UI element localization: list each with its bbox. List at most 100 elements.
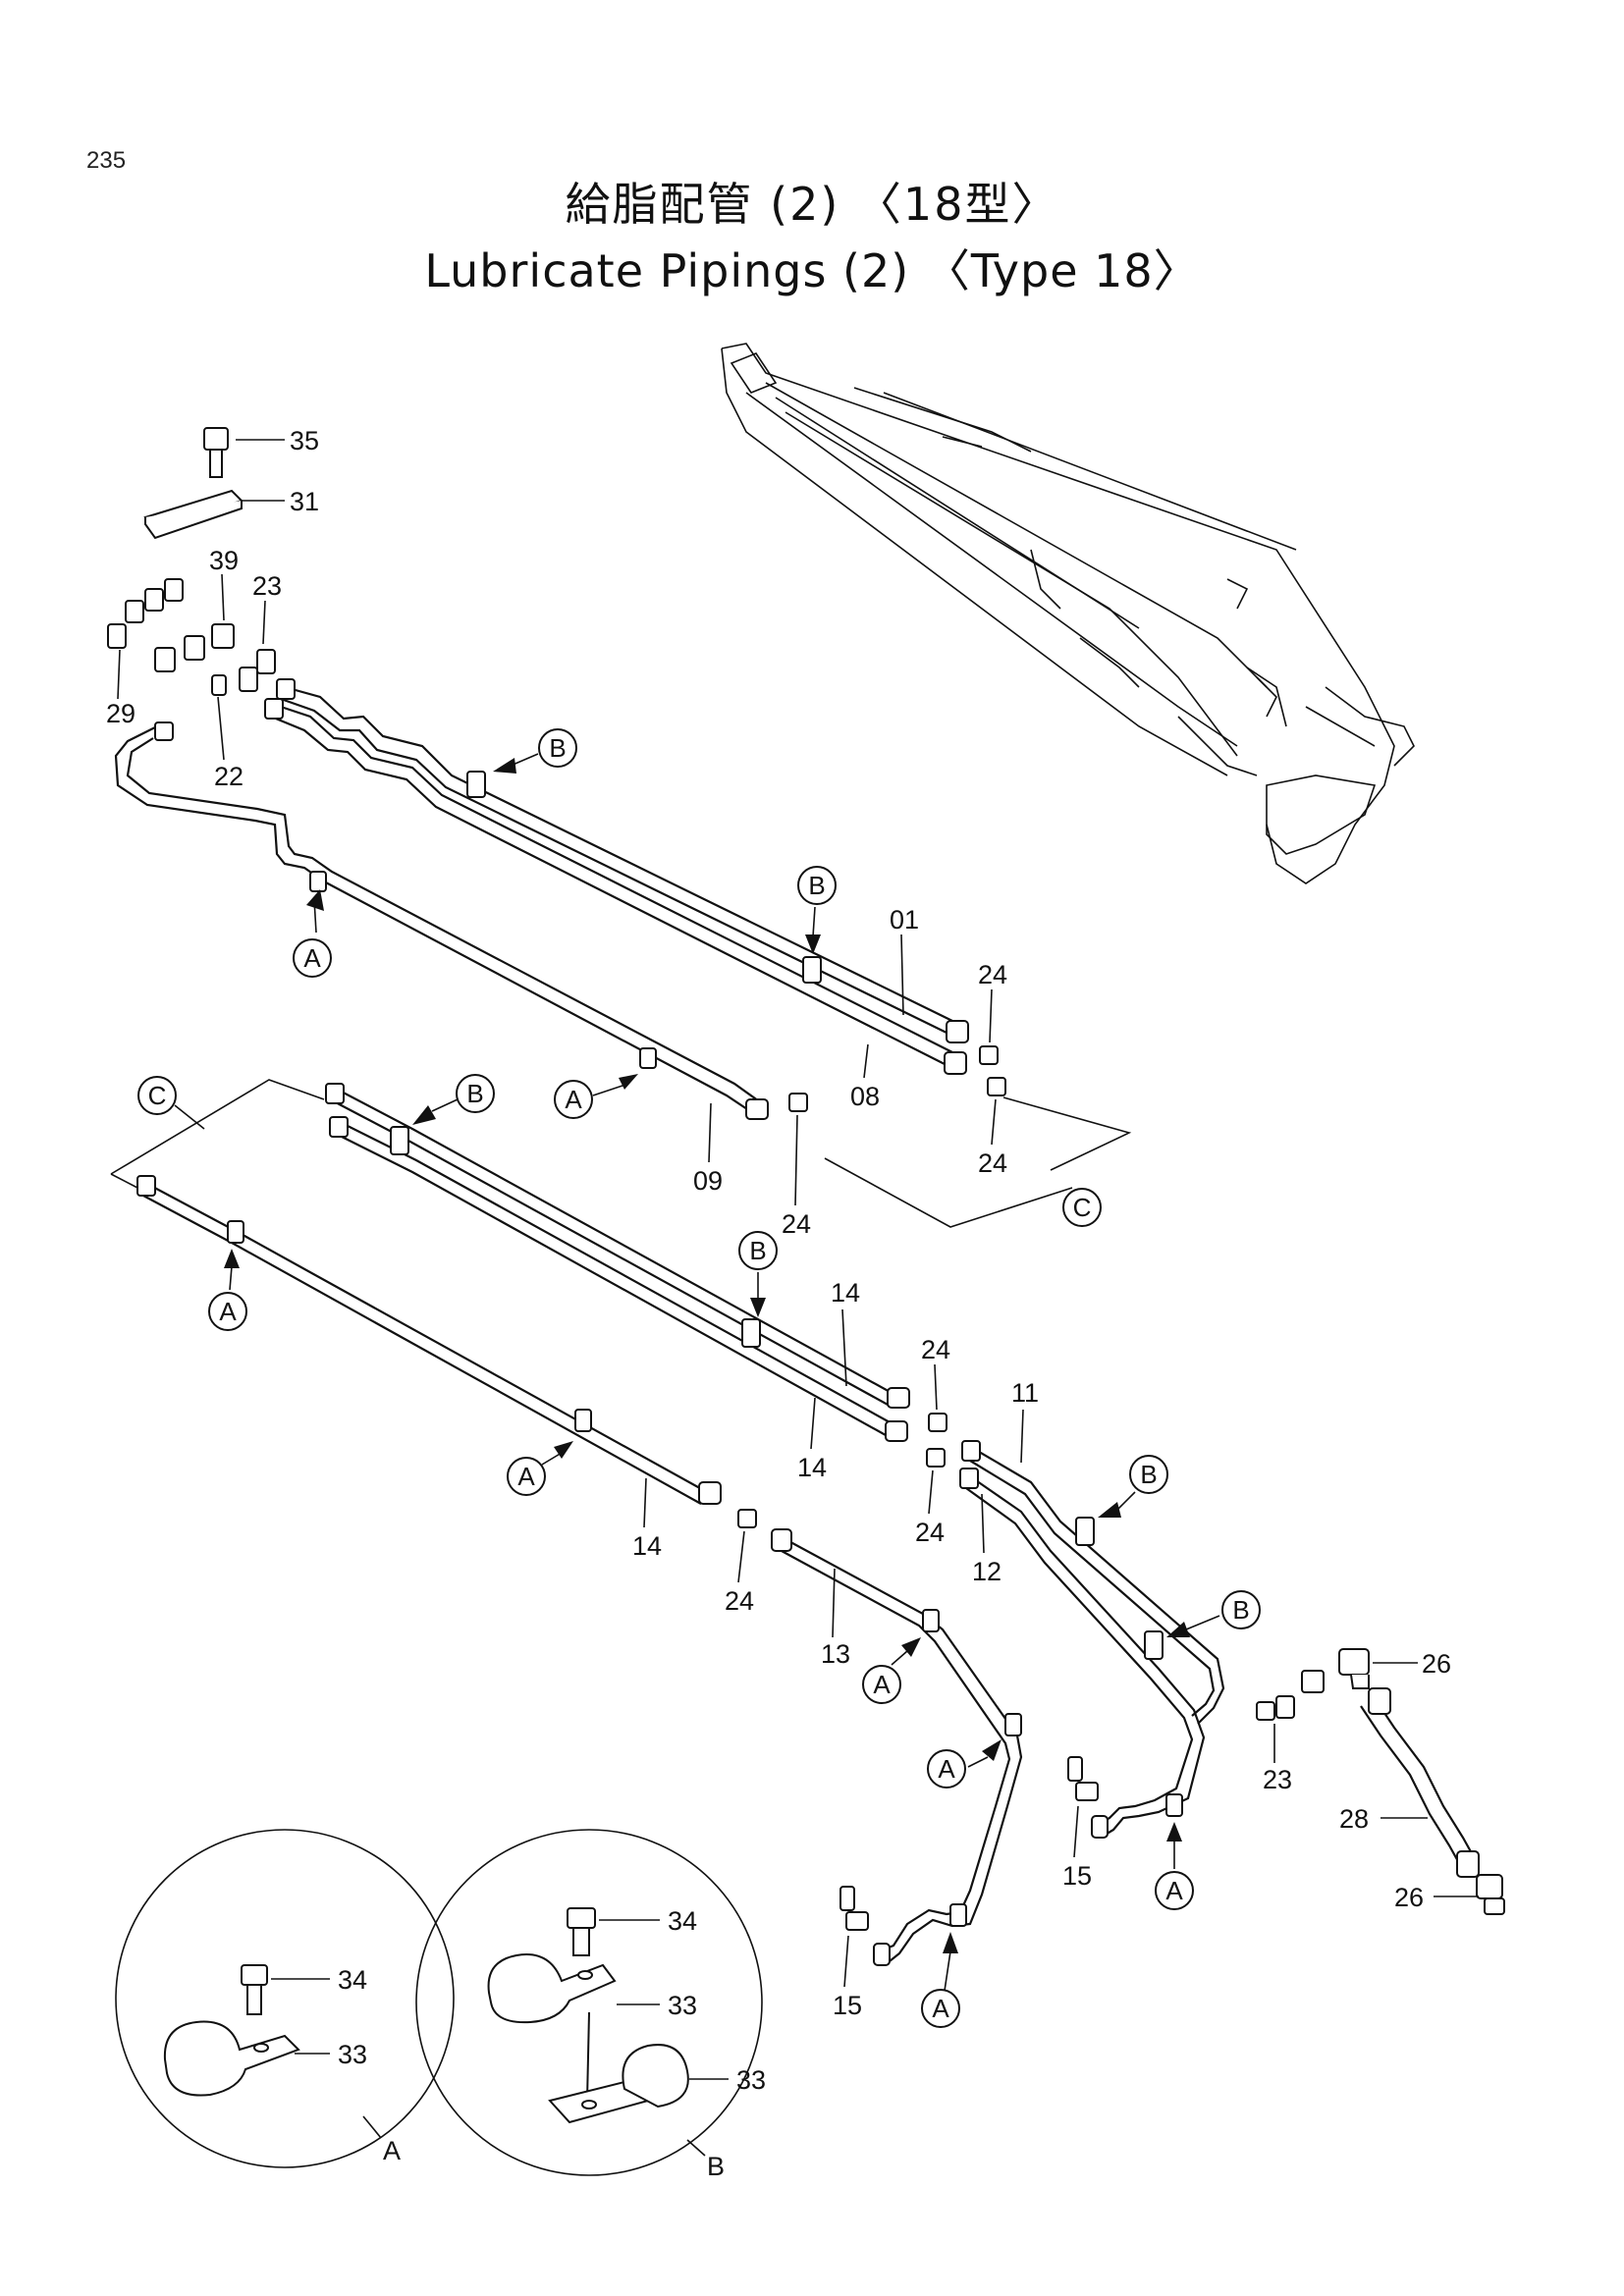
callout-23-lower: 23 <box>1263 1765 1292 1794</box>
pipe-13-end <box>771 1528 792 1552</box>
svg-text:A: A <box>873 1670 891 1699</box>
callout-12: 12 <box>972 1557 1001 1586</box>
callout-29: 29 <box>106 699 135 728</box>
ref-b-11-1: B <box>1098 1455 1168 1518</box>
svg-text:A: A <box>938 1754 955 1784</box>
svg-text:B: B <box>549 733 566 763</box>
detail-label-b: B <box>707 2152 725 2181</box>
clamp-b-11-2 <box>1144 1630 1164 1660</box>
callout-26-upper: 26 <box>1422 1649 1451 1679</box>
pipe-01-nut <box>946 1020 969 1043</box>
callout-39: 39 <box>209 546 239 575</box>
pipe-14-lower-nut <box>698 1481 722 1505</box>
svg-text:B: B <box>466 1079 483 1108</box>
adapter-24-lower-3 <box>737 1509 757 1528</box>
clamp-a-lower-1 <box>227 1220 244 1244</box>
svg-text:B: B <box>808 871 825 900</box>
pipe-14-lower-end <box>136 1175 156 1197</box>
hose-28 <box>1360 1697 1474 1864</box>
callout-23-top: 23 <box>252 571 282 601</box>
svg-text:A: A <box>219 1297 237 1326</box>
ref-a-upper-2: A <box>554 1074 638 1119</box>
detail-b-clamp: 34 33 33 B <box>415 1829 766 2181</box>
pipe-14-b-end <box>329 1116 349 1138</box>
pipe-14-upper <box>329 1087 894 1436</box>
callout-13: 13 <box>821 1639 850 1669</box>
callout-01: 01 <box>890 905 919 934</box>
callout-34-b: 34 <box>668 1906 697 1936</box>
svg-text:A: A <box>517 1462 535 1491</box>
connection-plane-c <box>110 1079 1132 1228</box>
fitting-23-lower <box>1256 1695 1295 1721</box>
adapter-24-lower-1 <box>928 1413 947 1432</box>
ref-a-12: A <box>1155 1822 1194 1910</box>
svg-text:C: C <box>1073 1193 1092 1222</box>
pipe-14-b-nut <box>885 1420 908 1442</box>
clamp-a-13-3 <box>949 1903 967 1927</box>
callout-24-c: 24 <box>782 1209 811 1239</box>
pipe-12-nut <box>1091 1815 1109 1839</box>
callout-15-a: 15 <box>1062 1861 1092 1891</box>
svg-text:A: A <box>1165 1876 1183 1905</box>
callout-24-a: 24 <box>978 960 1007 989</box>
callout-22: 22 <box>214 762 244 791</box>
ref-b-upper-2: B <box>797 866 837 954</box>
callout-14-b: 14 <box>797 1453 827 1482</box>
callout-15-b: 15 <box>833 1991 862 2020</box>
pipe-13 <box>781 1536 1023 1963</box>
hose-28-fitting-bottom <box>1456 1850 1480 1878</box>
callout-26-lower: 26 <box>1394 1883 1424 1912</box>
clamp-b-upper-2 <box>802 956 822 984</box>
callout-35: 35 <box>290 426 319 455</box>
clamp-b-upper-1 <box>466 771 486 798</box>
callout-24-d: 24 <box>921 1335 950 1364</box>
bolt-35 <box>203 427 229 478</box>
svg-text:A: A <box>565 1085 582 1114</box>
pipe-08 <box>270 703 953 1065</box>
adapter-24-upper-2 <box>987 1077 1006 1096</box>
plate-31 <box>143 489 244 540</box>
ref-a-upper-1: A <box>293 889 332 978</box>
ref-c-upper: C <box>137 1076 205 1130</box>
page-number: 235 <box>86 147 127 174</box>
svg-text:A: A <box>303 943 321 973</box>
adapter-24-upper-3 <box>788 1093 808 1112</box>
pipe-13-nut <box>873 1943 891 1966</box>
detail-label-a: A <box>383 2136 401 2165</box>
ref-b-upper-1: B <box>493 728 577 774</box>
ref-a-lower-1: A <box>208 1249 247 1331</box>
ref-b-lower-2: B <box>738 1231 778 1317</box>
callout-09: 09 <box>693 1166 723 1196</box>
svg-text:C: C <box>148 1081 167 1110</box>
clamp-b-lower-1 <box>390 1126 409 1155</box>
callout-28: 28 <box>1339 1804 1369 1834</box>
callout-31: 31 <box>290 487 319 516</box>
hose-28-fitting-top <box>1368 1687 1391 1715</box>
callout-24-e: 24 <box>915 1518 945 1547</box>
callout-14-a: 14 <box>831 1278 860 1308</box>
elbow-15-right <box>1067 1756 1099 1801</box>
pipe-09-left <box>114 725 763 1116</box>
callout-33-a: 33 <box>338 2040 367 2069</box>
clamp-a-upper-1 <box>309 871 327 892</box>
callout-24-b: 24 <box>978 1148 1007 1178</box>
svg-text:A: A <box>932 1994 949 2023</box>
pipe-09-nut <box>745 1098 769 1120</box>
elbow-26-upper <box>1301 1648 1370 1693</box>
clamp-b-11-1 <box>1075 1517 1095 1546</box>
callout-11: 11 <box>1011 1378 1039 1408</box>
pipe-01 <box>280 685 953 1034</box>
svg-text:B: B <box>1140 1460 1157 1489</box>
ref-a-13-2: A <box>927 1739 1001 1789</box>
pipe-14-a-end <box>325 1083 345 1104</box>
callout-08: 08 <box>850 1082 880 1111</box>
adapter-24-lower-2 <box>926 1448 946 1468</box>
svg-text:B: B <box>1232 1595 1249 1625</box>
callout-33-c: 33 <box>736 2065 766 2095</box>
elbow-26-lower <box>1476 1874 1505 1915</box>
ref-a-lower-2: A <box>507 1441 573 1496</box>
ref-a-13-1: A <box>862 1637 921 1704</box>
title-english: Lubricate Pipings (2) 〈Type 18〉 <box>424 244 1200 297</box>
clamp-a-12 <box>1165 1793 1183 1817</box>
clamp-a-13-2 <box>1004 1713 1022 1736</box>
